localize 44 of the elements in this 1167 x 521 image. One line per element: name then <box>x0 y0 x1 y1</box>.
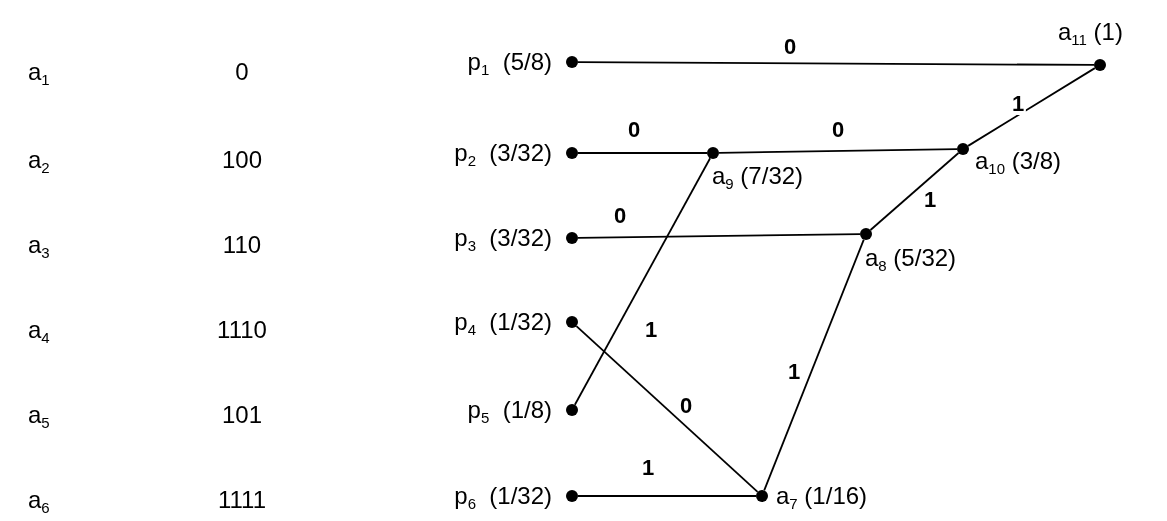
code-word: 1110 <box>217 318 267 342</box>
node-dot <box>566 147 578 159</box>
node-label: a$_{8}$ (5/32) <box>865 246 957 270</box>
code-word: 100 <box>222 148 262 172</box>
node-label: p$_{5}$ (1/8) <box>467 398 552 422</box>
symbol-label: a$_{3}$ <box>28 233 50 257</box>
node-label: a$_{10}$ (3/8) <box>975 149 1062 173</box>
tree-edge <box>574 157 711 406</box>
node-dot <box>566 56 578 68</box>
tree-edge <box>577 495 757 497</box>
node-dot <box>566 316 578 328</box>
node-dot <box>957 143 969 155</box>
node-dot <box>860 228 872 240</box>
node-label: p$_{2}$ (3/32) <box>454 141 552 165</box>
node-label: a$_{11}$ (1) <box>1058 20 1123 44</box>
node-dot <box>566 232 578 244</box>
symbol-label: a$_{6}$ <box>28 488 50 512</box>
tree-edge <box>575 325 759 493</box>
node-label: p$_{6}$ (1/32) <box>454 484 552 508</box>
node-label: p$_{4}$ (1/32) <box>454 310 552 334</box>
node-dot <box>566 490 578 502</box>
code-word: 101 <box>222 403 262 427</box>
code-word: 0 <box>235 60 249 84</box>
node-label: p$_{1}$ (5/8) <box>467 50 552 74</box>
node-dot <box>707 147 719 159</box>
node-dot <box>566 404 578 416</box>
tree-edge <box>577 233 861 239</box>
symbol-label: a$_{2}$ <box>28 148 50 172</box>
node-dot <box>1094 59 1106 71</box>
symbol-label: a$_{5}$ <box>28 403 50 427</box>
tree-edge <box>718 148 958 154</box>
tree-edge <box>869 152 960 231</box>
tree-edge <box>577 152 708 154</box>
node-label: a$_{7}$ (1/16) <box>776 484 868 508</box>
node-dot <box>756 490 768 502</box>
tree-edge <box>763 238 865 492</box>
tree-edge <box>967 67 1096 147</box>
node-label: p$_{3}$ (3/32) <box>454 226 552 250</box>
symbol-label: a$_{1}$ <box>28 60 50 84</box>
tree-edge <box>577 61 1095 66</box>
symbol-label: a$_{4}$ <box>28 318 50 342</box>
node-label: a$_{9}$ (7/32) <box>712 164 804 188</box>
code-word: 110 <box>222 233 262 257</box>
code-word: 1111 <box>218 488 266 512</box>
